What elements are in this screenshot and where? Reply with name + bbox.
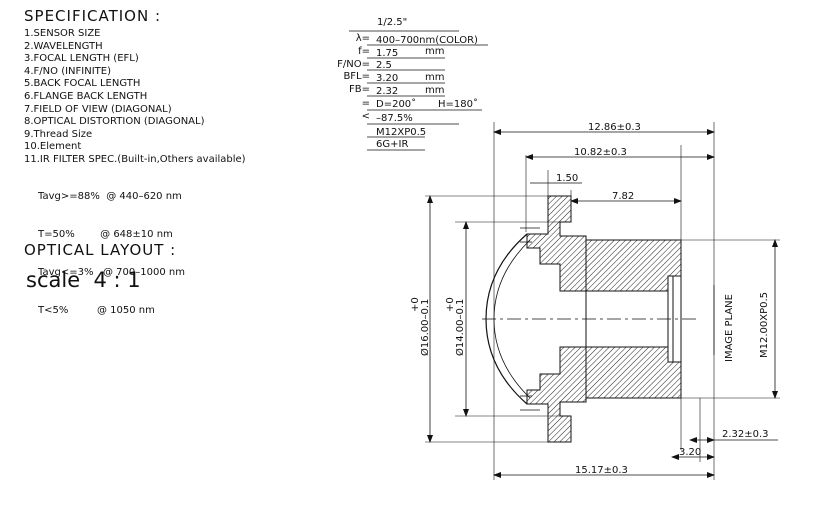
spec-item: 6.FLANGE BACK LENGTH — [24, 90, 148, 102]
ir-line: Tavg<=3% @ 700–1000 nm — [38, 266, 185, 278]
spec-item: 5.BACK FOCAL LENGTH — [24, 78, 141, 90]
dim-outer-dia: Ø16.00–0.1 — [419, 299, 431, 356]
prefix-fov: = — [361, 98, 370, 109]
unit-fb: mm — [425, 85, 445, 96]
prefix-fno: F/NO= — [337, 59, 370, 70]
ir-line: T=50% @ 648±10 nm — [38, 228, 173, 240]
layout-title: OPTICAL LAYOUT : — [24, 241, 177, 259]
dim-3-20: 3.20 — [679, 447, 701, 458]
value-element: 6G+IR — [376, 139, 409, 150]
thread-label: M12.00XP0.5 — [759, 292, 770, 358]
spec-item: 9.Thread Size — [24, 128, 93, 140]
value-fov-h: H=180˚ — [438, 99, 478, 110]
spec-item: 8.OPTICAL DISTORTION (DIAGONAL) — [24, 116, 205, 128]
spec-item: 3.FOCAL LENGTH (EFL) — [24, 53, 139, 65]
spec-item: 11.IR FILTER SPEC.(Built-in,Others avail… — [24, 153, 246, 165]
prefix-bfl: BFL= — [343, 71, 370, 82]
image-plane-label: IMAGE PLANE — [724, 294, 735, 362]
dim-15-17: 15.17±0.3 — [575, 465, 628, 476]
value-fov-d: D=200˚ — [376, 99, 417, 110]
prefix-efl: f= — [358, 46, 370, 57]
value-fb: 2.32 — [376, 86, 399, 97]
dim-7-82: 7.82 — [612, 191, 634, 202]
scale-label: scale 4 : 1 — [26, 268, 141, 292]
prefix-fb: FB= — [349, 84, 370, 95]
spec-title: SPECIFICATION : — [24, 7, 161, 25]
value-sensor: 1/2.5" — [377, 17, 408, 28]
prefix-wavelength: λ= — [355, 33, 370, 44]
value-fno: 2.5 — [376, 60, 392, 71]
dim-inner-dia: Ø14.00–0.1 — [454, 299, 466, 356]
dim-inner-tol: +0 — [445, 297, 456, 312]
spec-item: 1.SENSOR SIZE — [24, 28, 101, 39]
dim-outer-tol: +0 — [410, 297, 421, 312]
unit-efl: mm — [425, 46, 445, 57]
prefix-distortion: < — [361, 111, 370, 122]
ir-filter-list: Tavg>=88% @ 440–620 nm T=50% @ 648±10 nm… — [24, 166, 185, 330]
unit-bfl: mm — [425, 72, 445, 83]
spec-item: 4.F/NO (INFINITE) — [24, 65, 111, 77]
spec-list: 1.SENSOR SIZE 2.WAVELENGTH 3.FOCAL LENGT… — [24, 28, 246, 167]
dim-12-86: 12.86±0.3 — [588, 122, 641, 133]
dim-2-32: 2.32±0.3 — [722, 429, 769, 440]
dim-1-50: 1.50 — [556, 173, 578, 184]
value-thread: M12XP0.5 — [376, 127, 427, 138]
spec-item: 10.Element — [24, 141, 82, 153]
spec-item: 7.FIELD OF VIEW (DIAGONAL) — [24, 103, 172, 115]
value-bfl: 3.20 — [376, 73, 399, 84]
lens-body-upper — [526, 195, 682, 292]
ir-line: T<5% @ 1050 nm — [38, 304, 155, 316]
dim-10-82: 10.82±0.3 — [574, 147, 627, 158]
lens-body-lower — [526, 346, 682, 443]
spec-item: 2.WAVELENGTH — [24, 40, 103, 52]
ir-line: Tavg>=88% @ 440–620 nm — [38, 191, 182, 203]
value-wavelength: 400–700nm(COLOR) — [376, 35, 478, 46]
value-efl: 1.75 — [376, 48, 399, 59]
value-distortion: –87.5% — [376, 113, 413, 124]
